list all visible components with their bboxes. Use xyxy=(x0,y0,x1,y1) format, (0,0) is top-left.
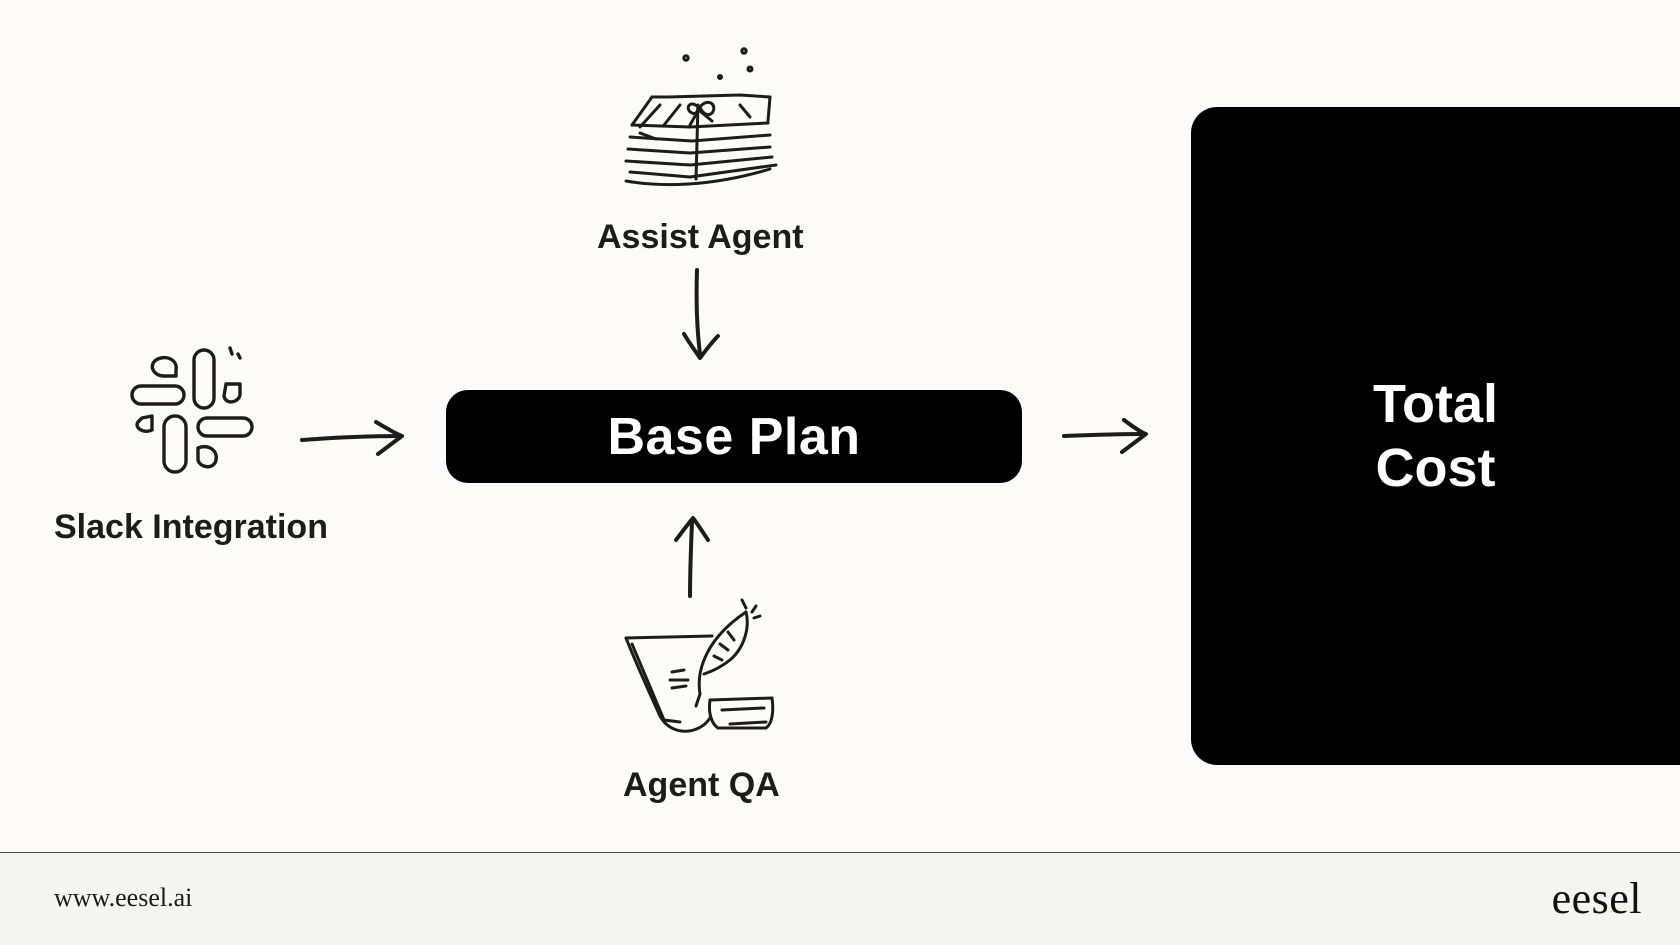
footer-brand-logo: eesel xyxy=(1551,874,1642,923)
slack-integration-label: Slack Integration xyxy=(54,508,328,546)
arrow-slack-to-base xyxy=(300,420,404,456)
quill-ink-icon xyxy=(624,598,775,733)
agent-qa-label: Agent QA xyxy=(623,766,780,804)
assist-agent-label: Assist Agent xyxy=(597,218,804,256)
diagram-canvas: Assist Agent Slack Integration Agent QA … xyxy=(54,47,1680,804)
footer: www.eesel.ai eesel xyxy=(0,852,1680,945)
total-cost-label: Total Cost xyxy=(1373,374,1498,498)
arrow-qa-to-base xyxy=(674,516,710,598)
base-plan-label: Base Plan xyxy=(607,407,861,466)
footer-url-link[interactable]: www.eesel.ai xyxy=(54,883,193,912)
slack-logo-icon xyxy=(130,346,254,474)
arrow-base-to-total xyxy=(1062,418,1148,454)
money-stack-icon xyxy=(624,47,778,187)
arrow-assist-to-base xyxy=(682,268,720,360)
base-plan-box: Base Plan xyxy=(446,390,1022,483)
total-cost-box: Total Cost xyxy=(1191,107,1680,765)
